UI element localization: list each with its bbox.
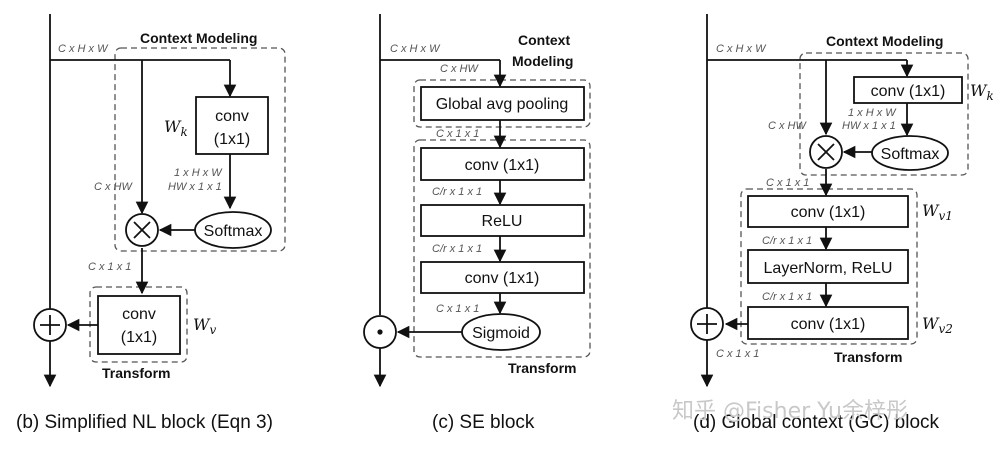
dims-input: C x H x W [58,43,109,55]
pooling-label: Global avg pooling [436,96,569,113]
section-context-title-2: Modeling [512,53,573,69]
dims-chw: C x HW [440,63,480,75]
layernorm-label: LayerNorm, ReLU [764,260,893,277]
wv2-label: Wv2 [922,314,953,336]
conv1-label: conv (1x1) [791,204,866,221]
watermark: 知乎 @Fisher Yu余梓彤 [672,399,908,424]
softmax-node [194,211,272,249]
scale-op-icon [363,315,397,349]
softmax-label: Softmax [204,223,263,240]
softmax-node [871,135,949,171]
section-context-title-1: Context [518,32,570,48]
conv-box [195,96,269,155]
caption-b: (b) Simplified NL block (Eqn 3) [16,412,273,433]
dims-1hw: 1 x H x W [848,107,897,119]
dims-1hw: 1 x H x W [174,167,223,179]
conv1-label: conv (1x1) [465,157,540,174]
conv2-label: conv (1x1) [465,270,540,287]
section-transform-title: Transform [102,365,170,381]
dims-cr-2: C/r x 1 x 1 [432,243,482,255]
dims-c11: C x 1 x 1 [88,261,131,273]
section-context-title: Context Modeling [140,30,257,46]
panel-b: conv (1x1) Wk Softmax conv (1x1) Wv C x … [16,14,286,433]
dims-input: C x H x W [390,43,441,55]
dims-c11: C x 1 x 1 [766,177,809,189]
relu-label: ReLU [482,213,523,230]
conv1-box [747,195,909,228]
context-modeling-region [114,47,286,252]
add-op-icon [33,308,67,342]
sigmoid-node [461,313,541,351]
conv1-box [420,147,585,181]
dims-cr-2: C/r x 1 x 1 [762,291,812,303]
dims-cr-1: C/r x 1 x 1 [762,235,812,247]
panel-c: Global avg pooling conv (1x1) ReLU conv … [363,14,591,433]
relu-box [420,204,585,237]
context-modeling-region [799,52,969,176]
dims-chw: C x HW [94,181,134,193]
panel-d: conv (1x1) Wk Softmax conv (1x1) Wv1 Lay… [690,14,994,433]
wk-label: Wk [164,117,188,139]
transform-conv-box [97,295,181,355]
conv2-box [420,261,585,294]
conv2-box [747,306,909,340]
conv-kernel-label: (1x1) [214,131,250,148]
layernorm-relu-box [747,249,909,284]
dims-input: C x H x W [716,43,767,55]
dims-c11-out: C x 1 x 1 [716,348,759,360]
wv-label: Wv [193,315,216,337]
section-context-title: Context Modeling [826,33,943,49]
wv1-label: Wv1 [922,201,953,223]
global-avg-pooling-box [420,86,585,121]
dims-hw11: HW x 1 x 1 [168,181,222,193]
caption-c: (c) SE block [432,412,535,433]
dims-cr-1: C/r x 1 x 1 [432,186,482,198]
dims-hw11: HW x 1 x 1 [842,120,896,132]
transform-conv-kernel-label: (1x1) [121,329,157,346]
transform-conv-label: conv [122,306,156,323]
multiply-op-icon [809,135,843,169]
add-op-icon [690,307,724,341]
multiply-op-icon [125,213,159,247]
section-transform-title: Transform [834,349,902,365]
dims-c11: C x 1 x 1 [436,128,479,140]
wk-label: Wk [970,81,994,103]
dims-chw: C x HW [768,120,808,132]
dims-c11-b: C x 1 x 1 [436,303,479,315]
conv-wk-box [853,76,963,104]
conv2-label: conv (1x1) [791,316,866,333]
section-transform-title: Transform [508,360,576,376]
sigmoid-label: Sigmoid [472,325,530,342]
conv-wk-label: conv (1x1) [871,83,946,100]
conv-label: conv [215,108,249,125]
caption-d: (d) Global context (GC) block [693,412,940,433]
softmax-label: Softmax [881,146,940,163]
